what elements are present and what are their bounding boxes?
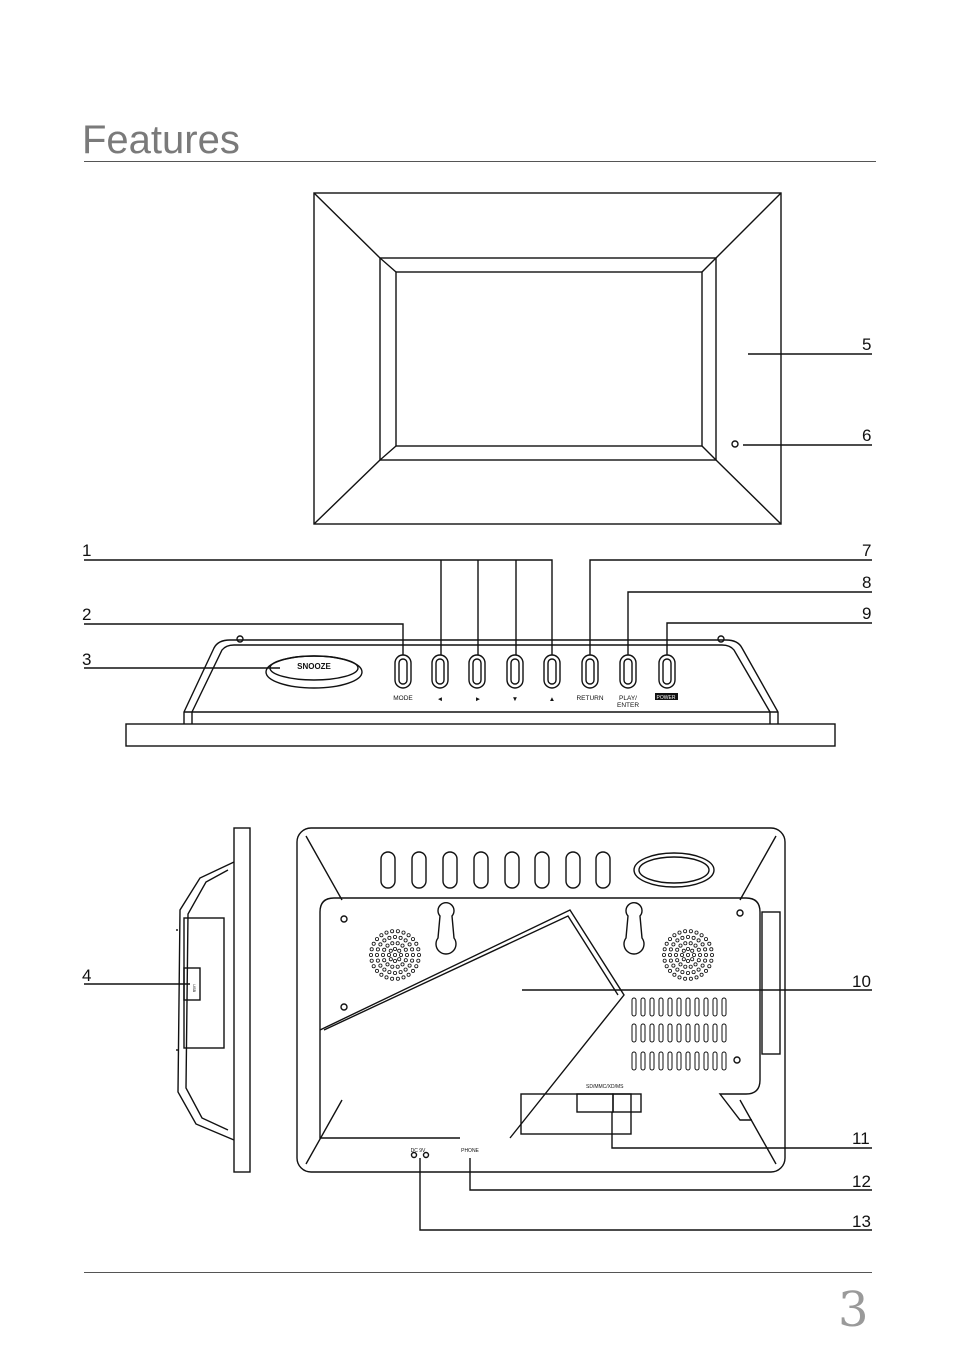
front-screen bbox=[395, 271, 703, 447]
phone-label: PHONE bbox=[461, 1148, 479, 1154]
label-mode: MODE bbox=[393, 695, 413, 702]
usb-label: USB bbox=[192, 984, 197, 993]
label-play-enter-1: PLAY/ bbox=[619, 695, 637, 702]
power-label-bg bbox=[655, 693, 678, 700]
front-frame-inner bbox=[379, 257, 717, 461]
page-number: 3 bbox=[838, 1282, 869, 1338]
callout-10: 10 bbox=[852, 972, 871, 991]
side-view bbox=[84, 827, 251, 1173]
snooze-label: SNOOZE bbox=[297, 662, 331, 671]
callout-5: 5 bbox=[862, 335, 871, 354]
back-frame bbox=[296, 827, 786, 1173]
footer-rule bbox=[84, 1272, 872, 1273]
label-right: ► bbox=[475, 696, 481, 703]
label-down: ▼ bbox=[512, 696, 518, 703]
button-down[interactable] bbox=[506, 654, 524, 689]
callout-1: 1 bbox=[82, 541, 91, 560]
button-power[interactable] bbox=[658, 654, 676, 689]
page-title: Features bbox=[82, 118, 240, 162]
front-frame-outer bbox=[313, 192, 782, 525]
callout-9: 9 bbox=[862, 604, 871, 623]
speaker-grille-left bbox=[368, 929, 421, 981]
front-view bbox=[313, 192, 872, 525]
callout-3: 3 bbox=[82, 650, 91, 669]
label-return: RETURN bbox=[576, 695, 603, 702]
top-view bbox=[84, 559, 872, 747]
title-rule bbox=[84, 161, 876, 162]
card-slot-label: SD/MMC/XD/MS bbox=[586, 1084, 624, 1090]
button-mode[interactable] bbox=[394, 654, 412, 689]
back-view bbox=[296, 827, 872, 1231]
top-base-plate bbox=[125, 723, 836, 747]
label-left: ◄ bbox=[437, 696, 443, 703]
label-up: ▲ bbox=[549, 696, 555, 703]
button-left[interactable] bbox=[431, 654, 449, 689]
label-play-enter-2: ENTER bbox=[617, 702, 639, 709]
vent-grille bbox=[631, 997, 727, 1071]
button-return[interactable] bbox=[581, 654, 599, 689]
button-play-enter[interactable] bbox=[619, 654, 637, 689]
button-right[interactable] bbox=[468, 654, 486, 689]
callout-12: 12 bbox=[852, 1172, 871, 1191]
label-power: POWER bbox=[657, 695, 676, 701]
speaker-grille-right bbox=[662, 929, 715, 981]
callout-11: 11 bbox=[852, 1129, 870, 1148]
callout-2: 2 bbox=[82, 605, 91, 624]
callout-8: 8 bbox=[862, 573, 871, 592]
button-up[interactable] bbox=[543, 654, 561, 689]
ir-sensor-icon bbox=[731, 440, 739, 448]
callout-7: 7 bbox=[862, 541, 871, 560]
side-panel bbox=[183, 917, 225, 1049]
callout-4: 4 bbox=[82, 966, 91, 985]
side-frame-edge bbox=[233, 827, 251, 1173]
callout-6: 6 bbox=[862, 426, 871, 445]
dc-label: DC 9V bbox=[411, 1148, 426, 1154]
callout-13: 13 bbox=[852, 1212, 871, 1231]
